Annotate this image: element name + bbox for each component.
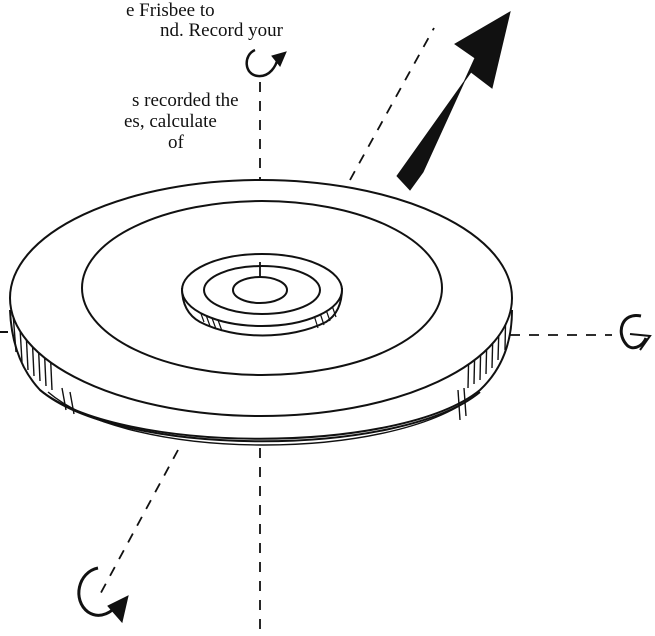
instruction-text-line-3: s recorded the bbox=[132, 90, 239, 111]
hub-center bbox=[232, 276, 288, 304]
rotation-arrow-icon bbox=[619, 314, 652, 351]
diagonal-axis-lower bbox=[96, 449, 179, 601]
rotation-arrow-icon bbox=[245, 48, 287, 78]
instruction-text-line-2: nd. Record your bbox=[160, 20, 283, 41]
diagonal-axis-upper bbox=[349, 27, 435, 181]
frisbee-inner-ring bbox=[81, 200, 443, 376]
hub-inner bbox=[203, 265, 321, 315]
frisbee-rim-bottom bbox=[47, 391, 475, 446]
instruction-text-line-4: es, calculate bbox=[124, 111, 217, 132]
instruction-text-line-1: e Frisbee to bbox=[126, 0, 215, 21]
rotation-arrow-icon bbox=[77, 566, 129, 624]
direction-arrow-icon bbox=[396, 10, 511, 191]
instruction-text-line-5: of bbox=[168, 132, 184, 153]
